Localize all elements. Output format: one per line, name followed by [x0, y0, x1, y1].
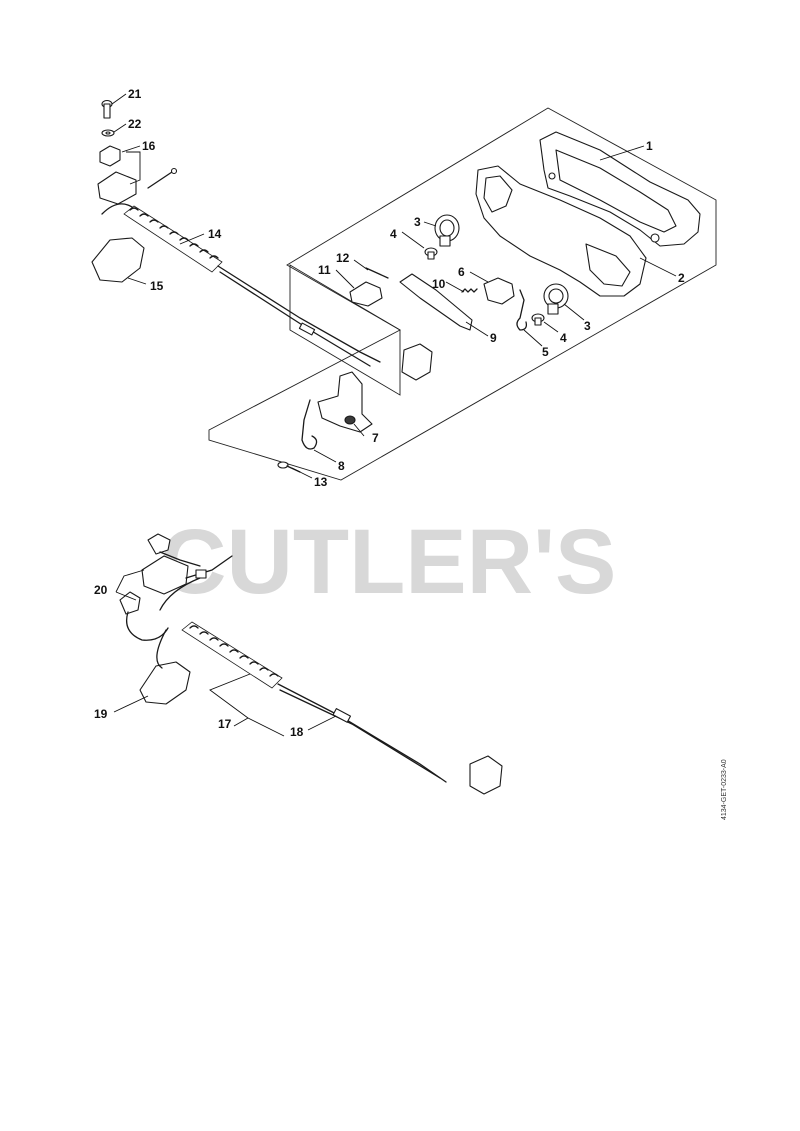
callout-19: 19	[94, 707, 108, 721]
callout-1: 1	[646, 139, 653, 153]
callout-16: 16	[142, 139, 156, 153]
callout-11: 11	[318, 263, 331, 277]
callout-4-lower: 4	[560, 331, 567, 345]
leader-lines	[111, 93, 677, 737]
part-1-handle-half-top	[539, 131, 701, 247]
part-17-18-cable-harness	[156, 577, 503, 795]
inner-group-frame	[289, 264, 401, 396]
callout-3-upper: 3	[414, 215, 421, 229]
part-8-spring	[301, 399, 318, 450]
callout-22: 22	[128, 117, 142, 131]
callout-3-lower: 3	[584, 319, 591, 333]
part-14-wiring-harness	[101, 167, 433, 381]
handle-assembly-frame	[208, 107, 717, 481]
part-3-clamp-upper	[434, 214, 460, 247]
callout-labels: 1 2 3 3 4 4 5 6 7 8 9 10 11 12 13 14 15 …	[94, 87, 685, 739]
callout-14: 14	[208, 227, 222, 241]
callout-21: 21	[128, 87, 142, 101]
callout-9: 9	[490, 331, 497, 345]
callout-13: 13	[314, 475, 328, 489]
part-12-pin	[365, 267, 389, 279]
callout-18: 18	[290, 725, 304, 739]
part-7-interlock-housing	[317, 371, 373, 433]
part-15-switch-housing	[91, 237, 145, 283]
document-id: 4134-GET-0233-A0	[721, 759, 728, 820]
callout-7: 7	[372, 431, 379, 445]
part-21-screw	[101, 99, 113, 119]
part-16-nut	[99, 145, 121, 167]
ground-wire	[125, 611, 169, 641]
callout-5: 5	[542, 345, 549, 359]
part-3-clamp-lower	[543, 283, 569, 315]
part-4-screw-upper	[424, 247, 438, 260]
wire-connector	[119, 591, 141, 615]
part-6-switch-lever	[483, 277, 515, 305]
callout-12: 12	[336, 251, 350, 265]
callout-20: 20	[94, 583, 108, 597]
callout-2: 2	[678, 271, 685, 285]
part-4-screw-lower	[531, 313, 545, 326]
callout-15: 15	[150, 279, 164, 293]
part-20-switch	[141, 533, 233, 595]
part-22-washer	[101, 129, 115, 137]
part-10-torsion-spring	[461, 288, 478, 293]
part-19-switch-housing	[139, 661, 191, 705]
part-2-handle-half-bottom	[475, 165, 647, 297]
callout-10: 10	[432, 277, 446, 291]
part-11-lock-lever	[349, 281, 383, 307]
switch-bracket-upper	[97, 171, 137, 205]
part-5-spring	[516, 289, 528, 331]
callout-8: 8	[338, 459, 345, 473]
callout-4-upper: 4	[390, 227, 397, 241]
watermark-text: CUTLER'S	[160, 511, 616, 613]
callout-6: 6	[458, 265, 465, 279]
callout-17: 17	[218, 717, 232, 731]
